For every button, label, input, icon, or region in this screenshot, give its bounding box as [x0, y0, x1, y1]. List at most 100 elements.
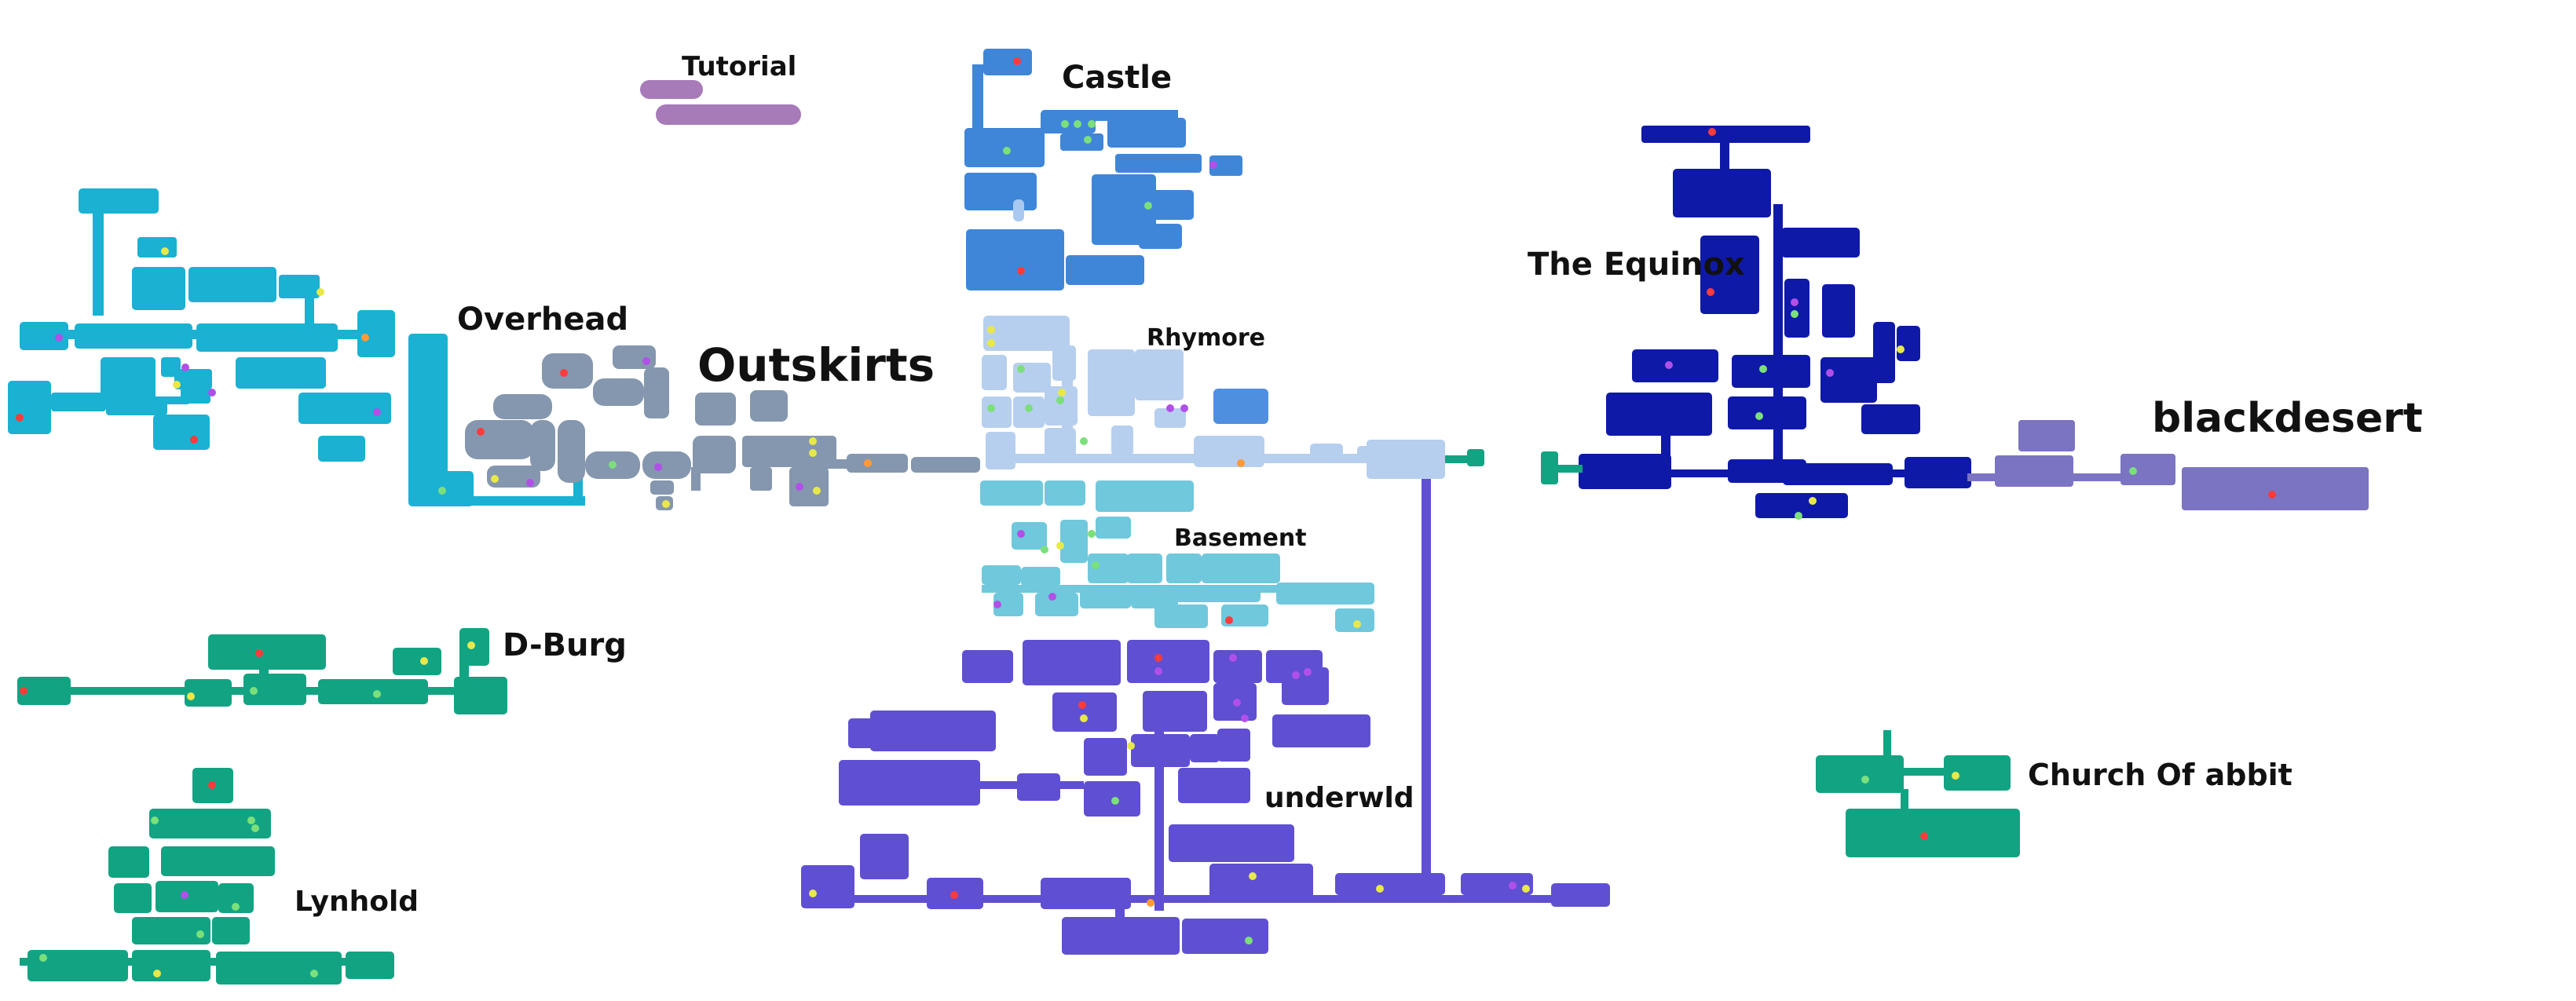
room-marker-purple — [1166, 404, 1174, 412]
region-the-equinox: The Equinox — [1528, 126, 1971, 518]
basement-room — [1096, 480, 1194, 512]
overhead-room — [79, 188, 159, 214]
outskirts-room — [465, 420, 534, 459]
room-marker-red — [1920, 832, 1928, 840]
room-marker-yellow — [1056, 542, 1064, 550]
castle-room — [1115, 154, 1202, 173]
rhymore-room — [1045, 386, 1078, 426]
overhead-room — [318, 436, 365, 462]
overhead-room — [153, 415, 210, 450]
rhymore-room — [982, 396, 1012, 428]
region-label-tutorial: Tutorial — [682, 51, 796, 82]
outskirts-room — [693, 436, 736, 473]
rhymore-room — [1194, 436, 1264, 467]
basement-room — [980, 480, 1043, 506]
basement-room — [1127, 553, 1162, 583]
region-basement: Basement — [980, 480, 1374, 632]
overhead-room — [357, 310, 395, 357]
underworld-room — [1084, 738, 1127, 776]
d-burg-room — [393, 648, 441, 675]
room-marker-orange — [1237, 459, 1245, 467]
room-marker-red — [477, 428, 485, 436]
room-marker-green — [1041, 546, 1048, 553]
room-marker-red — [16, 414, 24, 422]
underworld-room — [1213, 650, 1262, 683]
room-marker-green — [1795, 512, 1802, 520]
underworld-room — [1052, 692, 1117, 732]
room-marker-green — [310, 970, 318, 977]
room-marker-purple — [1826, 369, 1834, 377]
overhead-room — [188, 267, 276, 302]
outskirts-room — [650, 480, 674, 495]
basement-room — [1221, 605, 1268, 627]
basement-room — [1131, 589, 1178, 608]
overhead-corridor — [47, 396, 188, 404]
outskirts-room — [542, 353, 593, 389]
lynhold-room — [161, 846, 275, 876]
room-marker-green — [609, 461, 617, 469]
castle-corridor — [1013, 199, 1024, 221]
room-marker-orange — [361, 334, 369, 342]
underworld-corridor — [801, 895, 1610, 903]
room-marker-yellow — [467, 641, 475, 649]
region-outskirts: Outskirts — [465, 338, 980, 510]
room-marker-orange — [1147, 899, 1154, 907]
room-marker-green — [250, 687, 258, 695]
outskirts-room — [558, 420, 585, 483]
outskirts-room — [847, 454, 908, 473]
underworld-corridor — [1422, 479, 1431, 887]
room-marker-purple — [526, 479, 534, 487]
region-label-d-burg: D-Burg — [503, 627, 627, 663]
rhymore-room — [1467, 449, 1484, 466]
region-church-of-abbit: Church Of abbit — [1816, 730, 2292, 857]
room-marker-yellow — [809, 437, 817, 445]
room-marker-red — [560, 369, 568, 377]
room-marker-yellow — [491, 475, 499, 483]
equinox-room — [1820, 357, 1877, 403]
outskirts-room — [642, 451, 691, 479]
rhymore-corridor — [1445, 455, 1469, 463]
room-marker-yellow — [987, 326, 995, 334]
room-marker-green — [1088, 120, 1096, 128]
equinox-room — [1784, 279, 1809, 338]
region-label-overhead: Overhead — [457, 301, 628, 338]
equinox-room — [1606, 393, 1712, 436]
room-marker-red — [1225, 616, 1233, 624]
room-marker-yellow — [809, 890, 817, 897]
region-label-church-of-abbit: Church Of abbit — [2028, 758, 2292, 792]
rhymore-room — [1111, 426, 1133, 455]
lynhold-room — [132, 917, 210, 944]
room-marker-yellow — [813, 487, 821, 495]
church-room — [1944, 755, 2011, 791]
basement-room — [1021, 567, 1060, 586]
overhead-corridor — [305, 297, 314, 328]
underworld-room — [1023, 640, 1121, 685]
equinox-room — [1541, 451, 1558, 484]
basement-room — [1088, 553, 1129, 583]
region-blackdesert: blackdesert — [1967, 395, 2423, 510]
basement-room — [1096, 517, 1131, 539]
outskirts-room — [493, 394, 552, 419]
basement-room — [1202, 553, 1280, 583]
equinox-room — [1700, 236, 1759, 314]
room-marker-green — [1061, 120, 1069, 128]
room-marker-green — [987, 404, 995, 412]
room-marker-green — [1080, 437, 1088, 445]
blackdesert-room — [2018, 420, 2075, 451]
region-label-blackdesert: blackdesert — [2152, 395, 2423, 442]
room-marker-purple — [1292, 671, 1300, 679]
room-marker-red — [255, 649, 263, 657]
outskirts-room — [911, 457, 980, 473]
room-marker-green — [1017, 365, 1025, 373]
underworld-room — [860, 834, 909, 879]
basement-room — [1276, 583, 1374, 605]
castle-room — [1209, 155, 1242, 176]
castle-room — [1145, 190, 1194, 220]
room-marker-yellow — [1080, 714, 1088, 722]
castle-room — [1139, 224, 1182, 249]
markers-layer — [16, 57, 2276, 977]
castle-room — [1107, 118, 1186, 148]
castle-room — [983, 49, 1032, 75]
underworld-room — [1461, 873, 1533, 895]
